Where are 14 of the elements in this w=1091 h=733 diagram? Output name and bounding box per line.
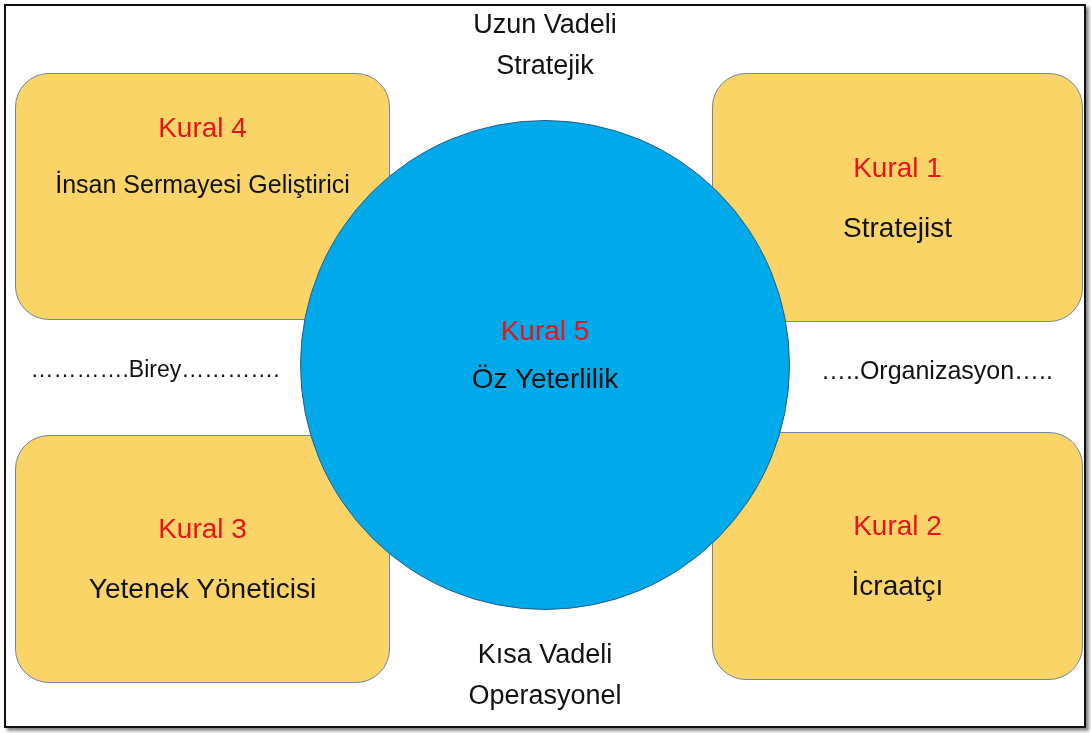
role-name: İcraatçı [851,570,944,602]
rule-number: Kural 5 [500,315,590,347]
rule-number: Kural 4 [158,112,247,144]
axis-label: …..Organizasyon….. [820,355,1054,386]
rule-number: Kural 2 [853,510,942,542]
role-name: İnsan Sermayesi Geliştirici [55,170,350,199]
axis-label: Uzun Vadeli Stratejik [472,8,618,82]
role-name: Stratejist [843,211,952,244]
axis-label: Kısa Vadeli Operasyonel [467,638,623,712]
rule-number: Kural 1 [853,151,942,184]
role-name: Öz Yeterlilik [471,363,619,395]
axis-label: ………….Birey…………. [29,355,281,384]
rule-number: Kural 3 [158,513,247,545]
role-name: Yetenek Yöneticisi [88,573,317,605]
